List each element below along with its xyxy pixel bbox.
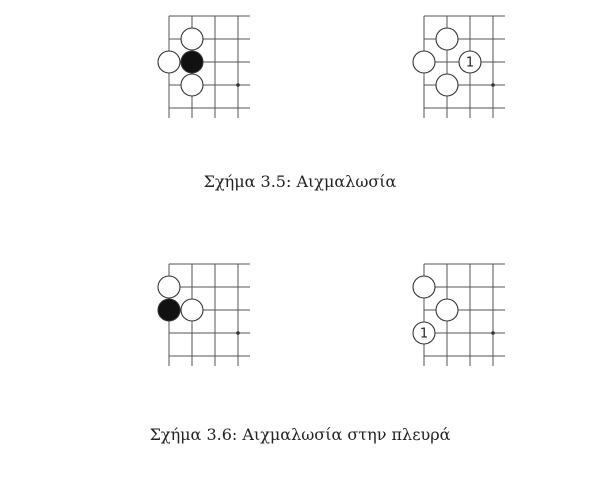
board-svg bbox=[157, 263, 250, 366]
white-stone bbox=[435, 27, 459, 51]
white-stone bbox=[412, 275, 436, 299]
figure-caption-3-5: Σχήμα 3.5: Αιχμαλωσία bbox=[203, 172, 397, 191]
go-diagram-fig-3-6-before bbox=[145, 262, 252, 380]
white-stone: 1 bbox=[458, 50, 482, 74]
move-number-label: 1 bbox=[420, 327, 428, 342]
board-svg bbox=[157, 15, 250, 118]
board-svg: 1 bbox=[412, 263, 505, 366]
star-point bbox=[491, 331, 495, 335]
move-number-label: 1 bbox=[466, 56, 474, 71]
star-point bbox=[236, 331, 240, 335]
white-stone bbox=[157, 275, 181, 299]
white-stone bbox=[435, 73, 459, 97]
board-svg: 1 bbox=[412, 15, 505, 118]
white-stone bbox=[180, 27, 204, 51]
go-diagram-fig-3-6-after: 1 bbox=[400, 262, 507, 380]
go-diagram-fig-3-5-after: 1 bbox=[400, 14, 507, 132]
white-stone bbox=[157, 50, 181, 74]
white-stone bbox=[435, 298, 459, 322]
white-stone bbox=[180, 73, 204, 97]
white-stone: 1 bbox=[412, 321, 436, 345]
black-stone bbox=[157, 298, 181, 322]
white-stone bbox=[180, 298, 204, 322]
go-diagram-fig-3-5-before bbox=[145, 14, 252, 132]
figure-caption-3-6: Σχήμα 3.6: Αιχμαλωσία στην πλευρά bbox=[149, 425, 451, 444]
star-point bbox=[491, 83, 495, 87]
white-stone bbox=[412, 50, 436, 74]
black-stone bbox=[180, 50, 204, 74]
star-point bbox=[236, 83, 240, 87]
